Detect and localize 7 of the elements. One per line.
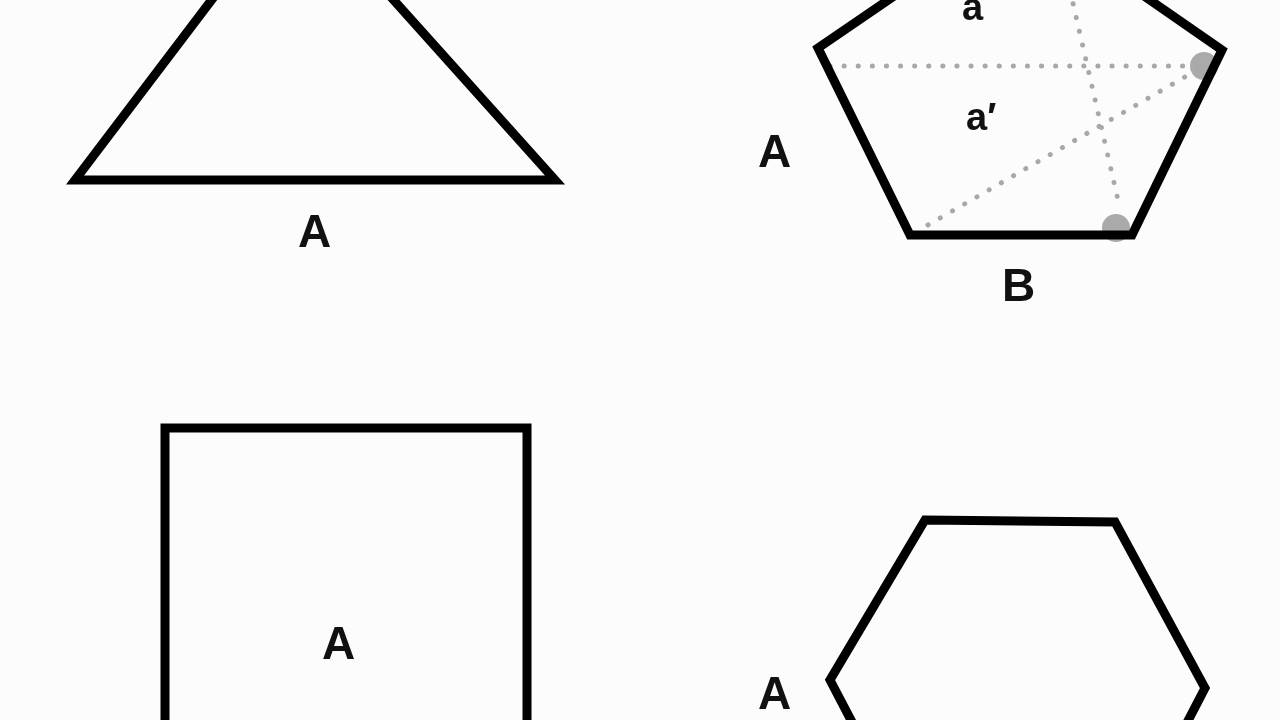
- side-label: a′: [966, 98, 997, 136]
- side-label: B: [1002, 262, 1036, 308]
- side-label: A: [758, 128, 792, 174]
- side-label: A: [322, 620, 356, 666]
- side-label: A: [298, 208, 332, 254]
- side-label: A: [758, 670, 792, 716]
- side-label: a: [962, 0, 984, 26]
